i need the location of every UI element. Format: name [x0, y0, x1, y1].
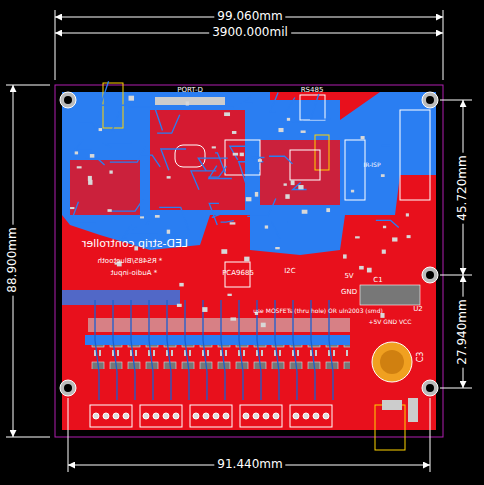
dimension-label: 99.060mm: [214, 10, 285, 23]
silkscreen-label: +5V GND VCC: [368, 319, 411, 326]
silkscreen-label: C3: [417, 352, 426, 363]
dimension-label: 3900.000mil: [209, 26, 291, 39]
silkscreen-label: U2: [413, 306, 423, 314]
mounting-holes: [60, 92, 438, 396]
silkscreen-label: I2C: [284, 268, 295, 276]
bottom-copper: [62, 92, 436, 430]
dimension-label: 27.940mm: [456, 296, 469, 367]
dimension-label: 45.720mm: [456, 152, 469, 223]
silkscreen-label: PCA9685: [222, 270, 254, 278]
silkscreen-label: C1: [373, 277, 382, 285]
silkscreen-label: use MOSFETs (thru hole) OR uln2003 (smd): [253, 308, 383, 315]
dimension-lines: [6, 10, 472, 472]
board-outline: [55, 85, 443, 437]
dimension-label: 91.440mm: [214, 458, 285, 471]
silkscreen-label: RS485: [301, 87, 324, 95]
silkscreen-label: IR-ISP: [363, 162, 380, 169]
capacitor-c3: [372, 342, 412, 382]
dimension-label: 88.900mm: [6, 224, 19, 295]
silkscreen-label: 5V: [344, 273, 353, 281]
silkscreen-label: PORT-D: [177, 87, 203, 95]
silkscreen-label: * RS485/Bluetooth: [98, 258, 163, 266]
top-copper: [62, 92, 436, 255]
silkscreen-label: GND: [341, 289, 357, 297]
silkscreen-label: * Audio-input: [111, 270, 157, 278]
silkscreen-label: LED-strip controller: [82, 238, 188, 250]
